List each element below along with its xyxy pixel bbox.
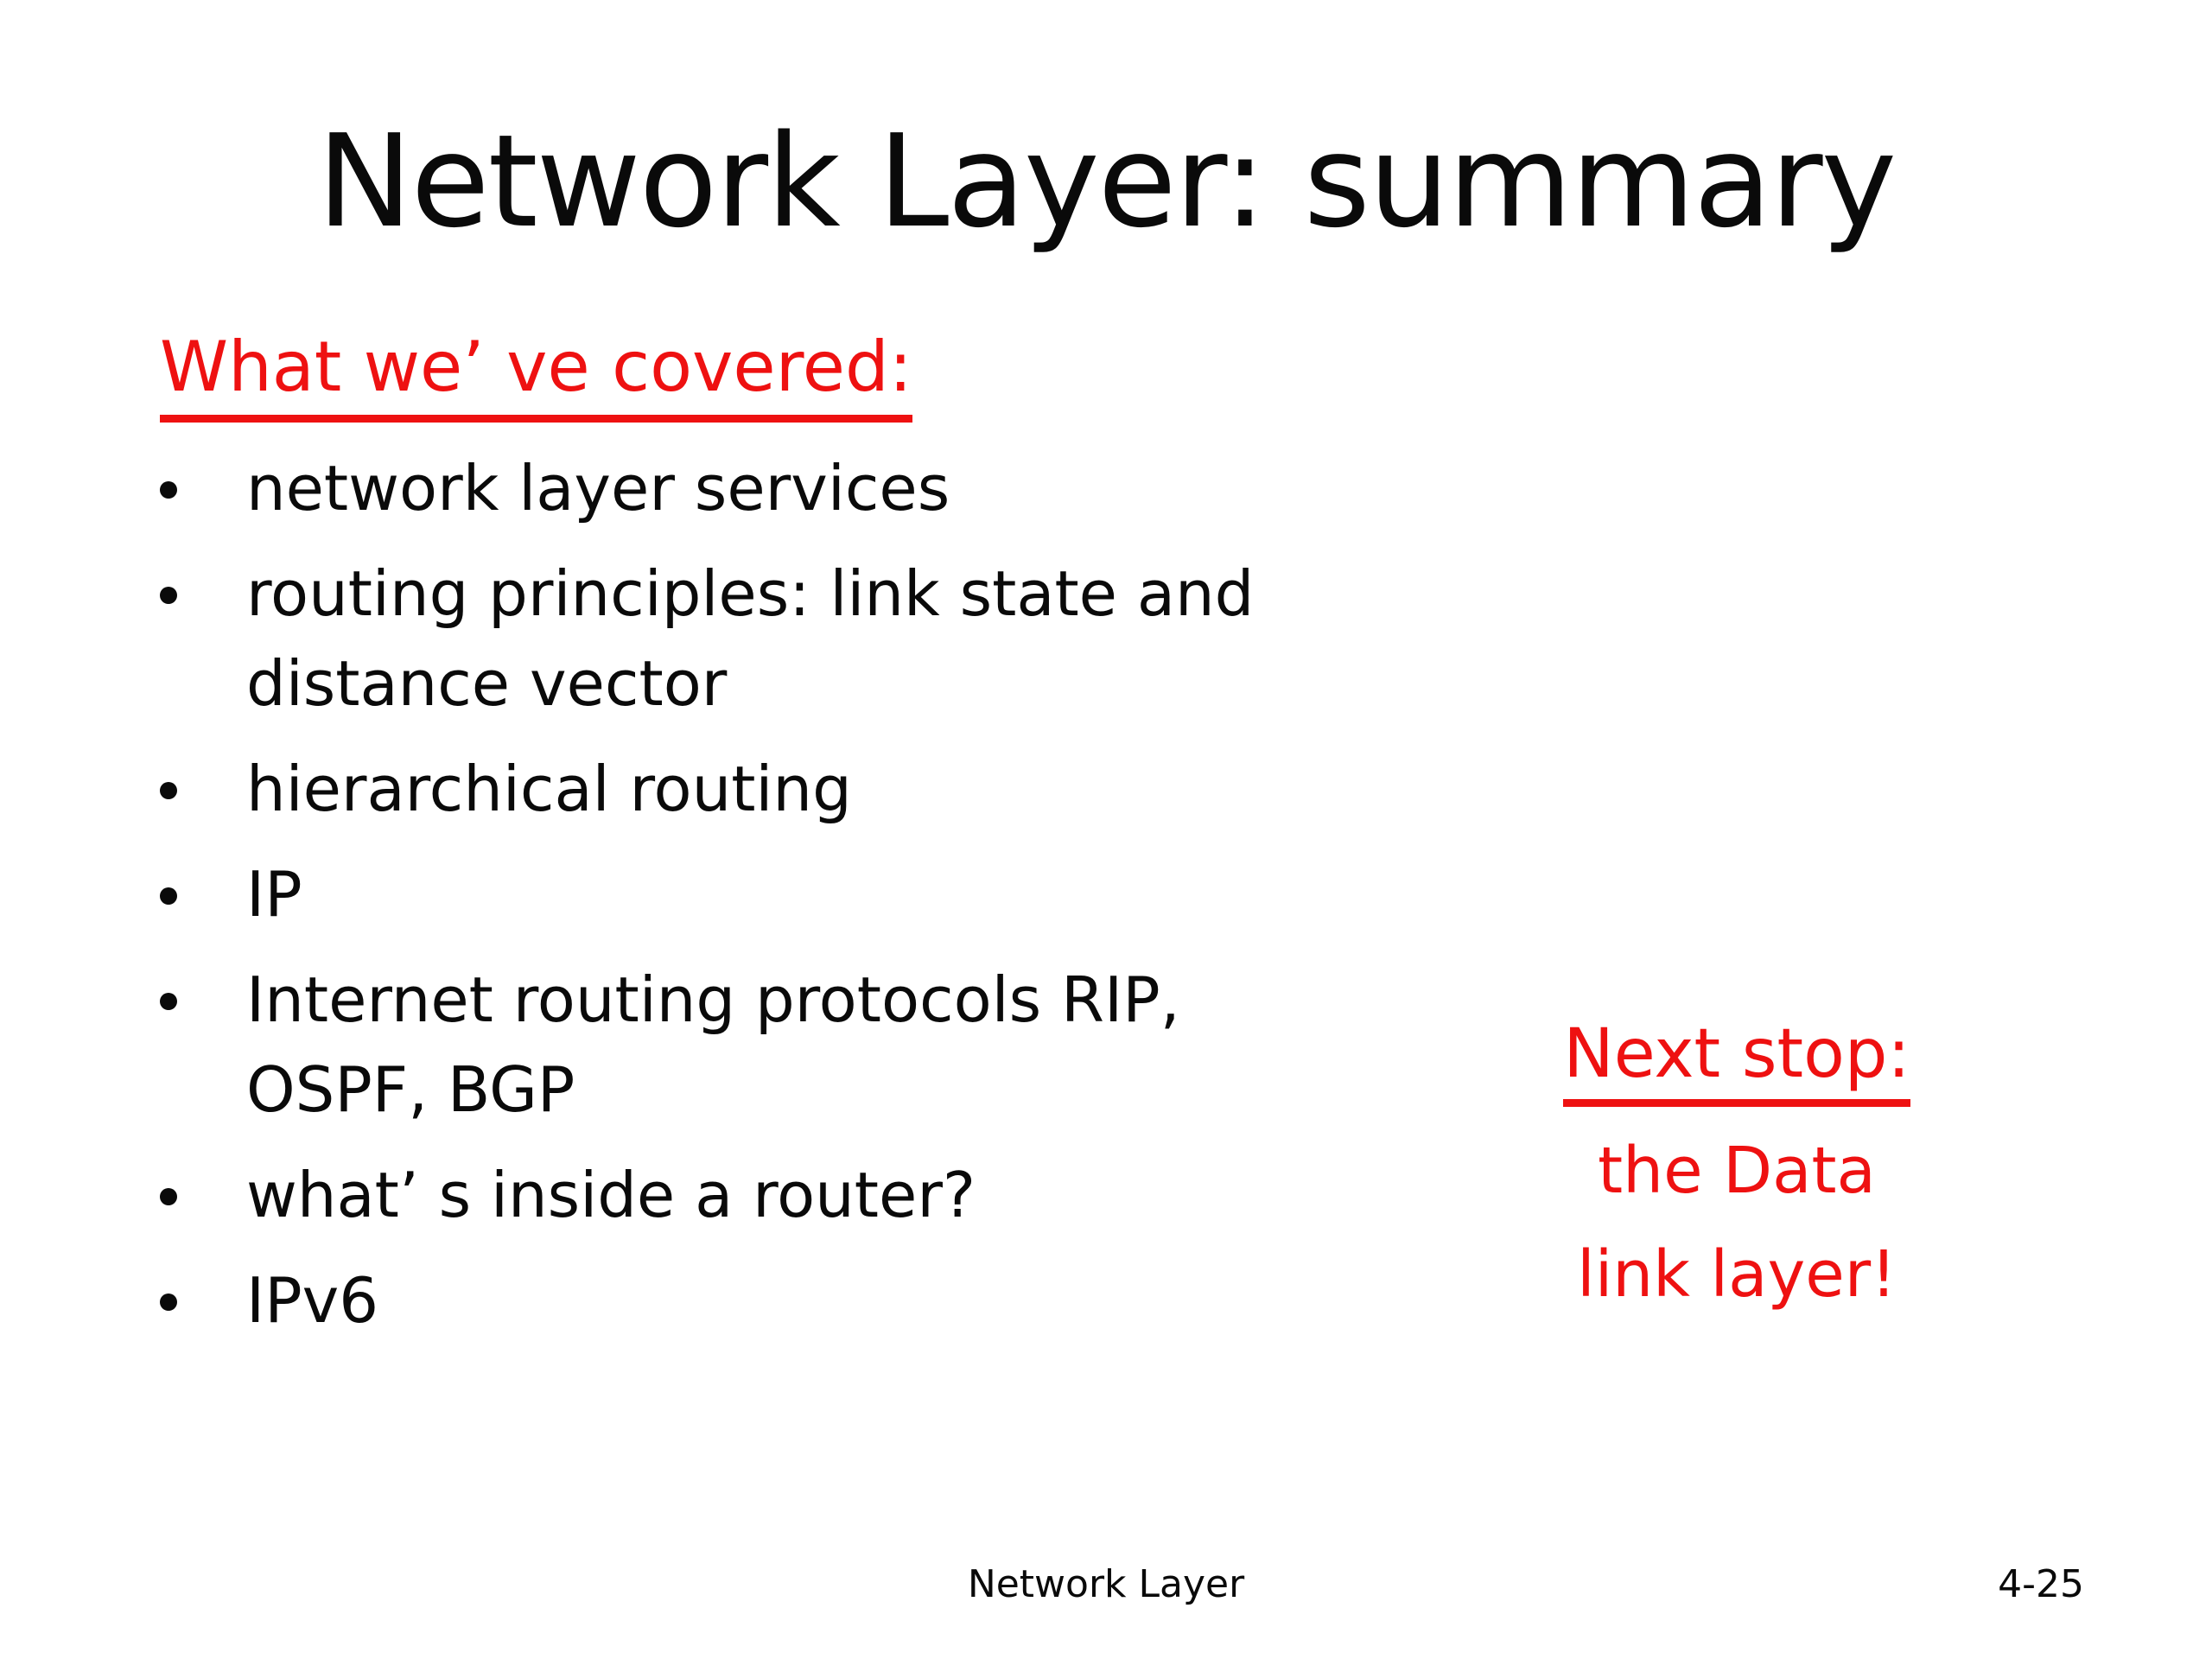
covered-list: network layer services routing principle… (160, 443, 1421, 1345)
bullet-text: Internet routing protocols RIP, (246, 963, 1180, 1037)
next-stop-line: link layer! (1577, 1237, 1897, 1313)
bullet-item: IPv6 (160, 1255, 1421, 1345)
bullet-text: OSPF, BGP (246, 1053, 575, 1127)
covered-heading: What we’ ve covered: (160, 329, 912, 423)
bullet-dot-icon (160, 1188, 177, 1206)
bullet-text: network layer services (246, 452, 950, 525)
bullet-text: IP (246, 858, 302, 931)
next-stop-section: Next stop: the Data link layer! (1469, 1018, 2005, 1326)
bullet-item: IP (160, 849, 1421, 939)
bullet-text: IPv6 (246, 1264, 379, 1338)
bullet-text: hierarchical routing (246, 753, 852, 826)
bullet-text: what’ s inside a router? (246, 1159, 976, 1232)
footer-section-title: Network Layer (967, 1562, 1245, 1606)
bullet-dot-icon (160, 993, 177, 1011)
bullet-dot-icon (160, 1294, 177, 1312)
next-stop-heading: Next stop: (1563, 1018, 1910, 1108)
bullet-item: routing principles: link state and dista… (160, 549, 1421, 728)
bullet-item: network layer services (160, 443, 1421, 533)
bullet-dot-icon (160, 587, 177, 605)
bullet-text: routing principles: link state and (246, 557, 1255, 631)
bullet-item: hierarchical routing (160, 744, 1421, 834)
footer-page-number: 4-25 (1998, 1562, 2084, 1606)
next-stop-line: the Data (1598, 1134, 1876, 1209)
bullet-item: Internet routing protocols RIP, OSPF, BG… (160, 955, 1421, 1135)
bullet-dot-icon (160, 782, 177, 800)
covered-section: What we’ ve covered: network layer servi… (160, 329, 1421, 1361)
bullet-item: what’ s inside a router? (160, 1150, 1421, 1240)
bullet-dot-icon (160, 887, 177, 906)
bullet-text: distance vector (246, 647, 728, 721)
slide-title: Network Layer: summary (316, 107, 1897, 256)
bullet-dot-icon (160, 481, 177, 499)
